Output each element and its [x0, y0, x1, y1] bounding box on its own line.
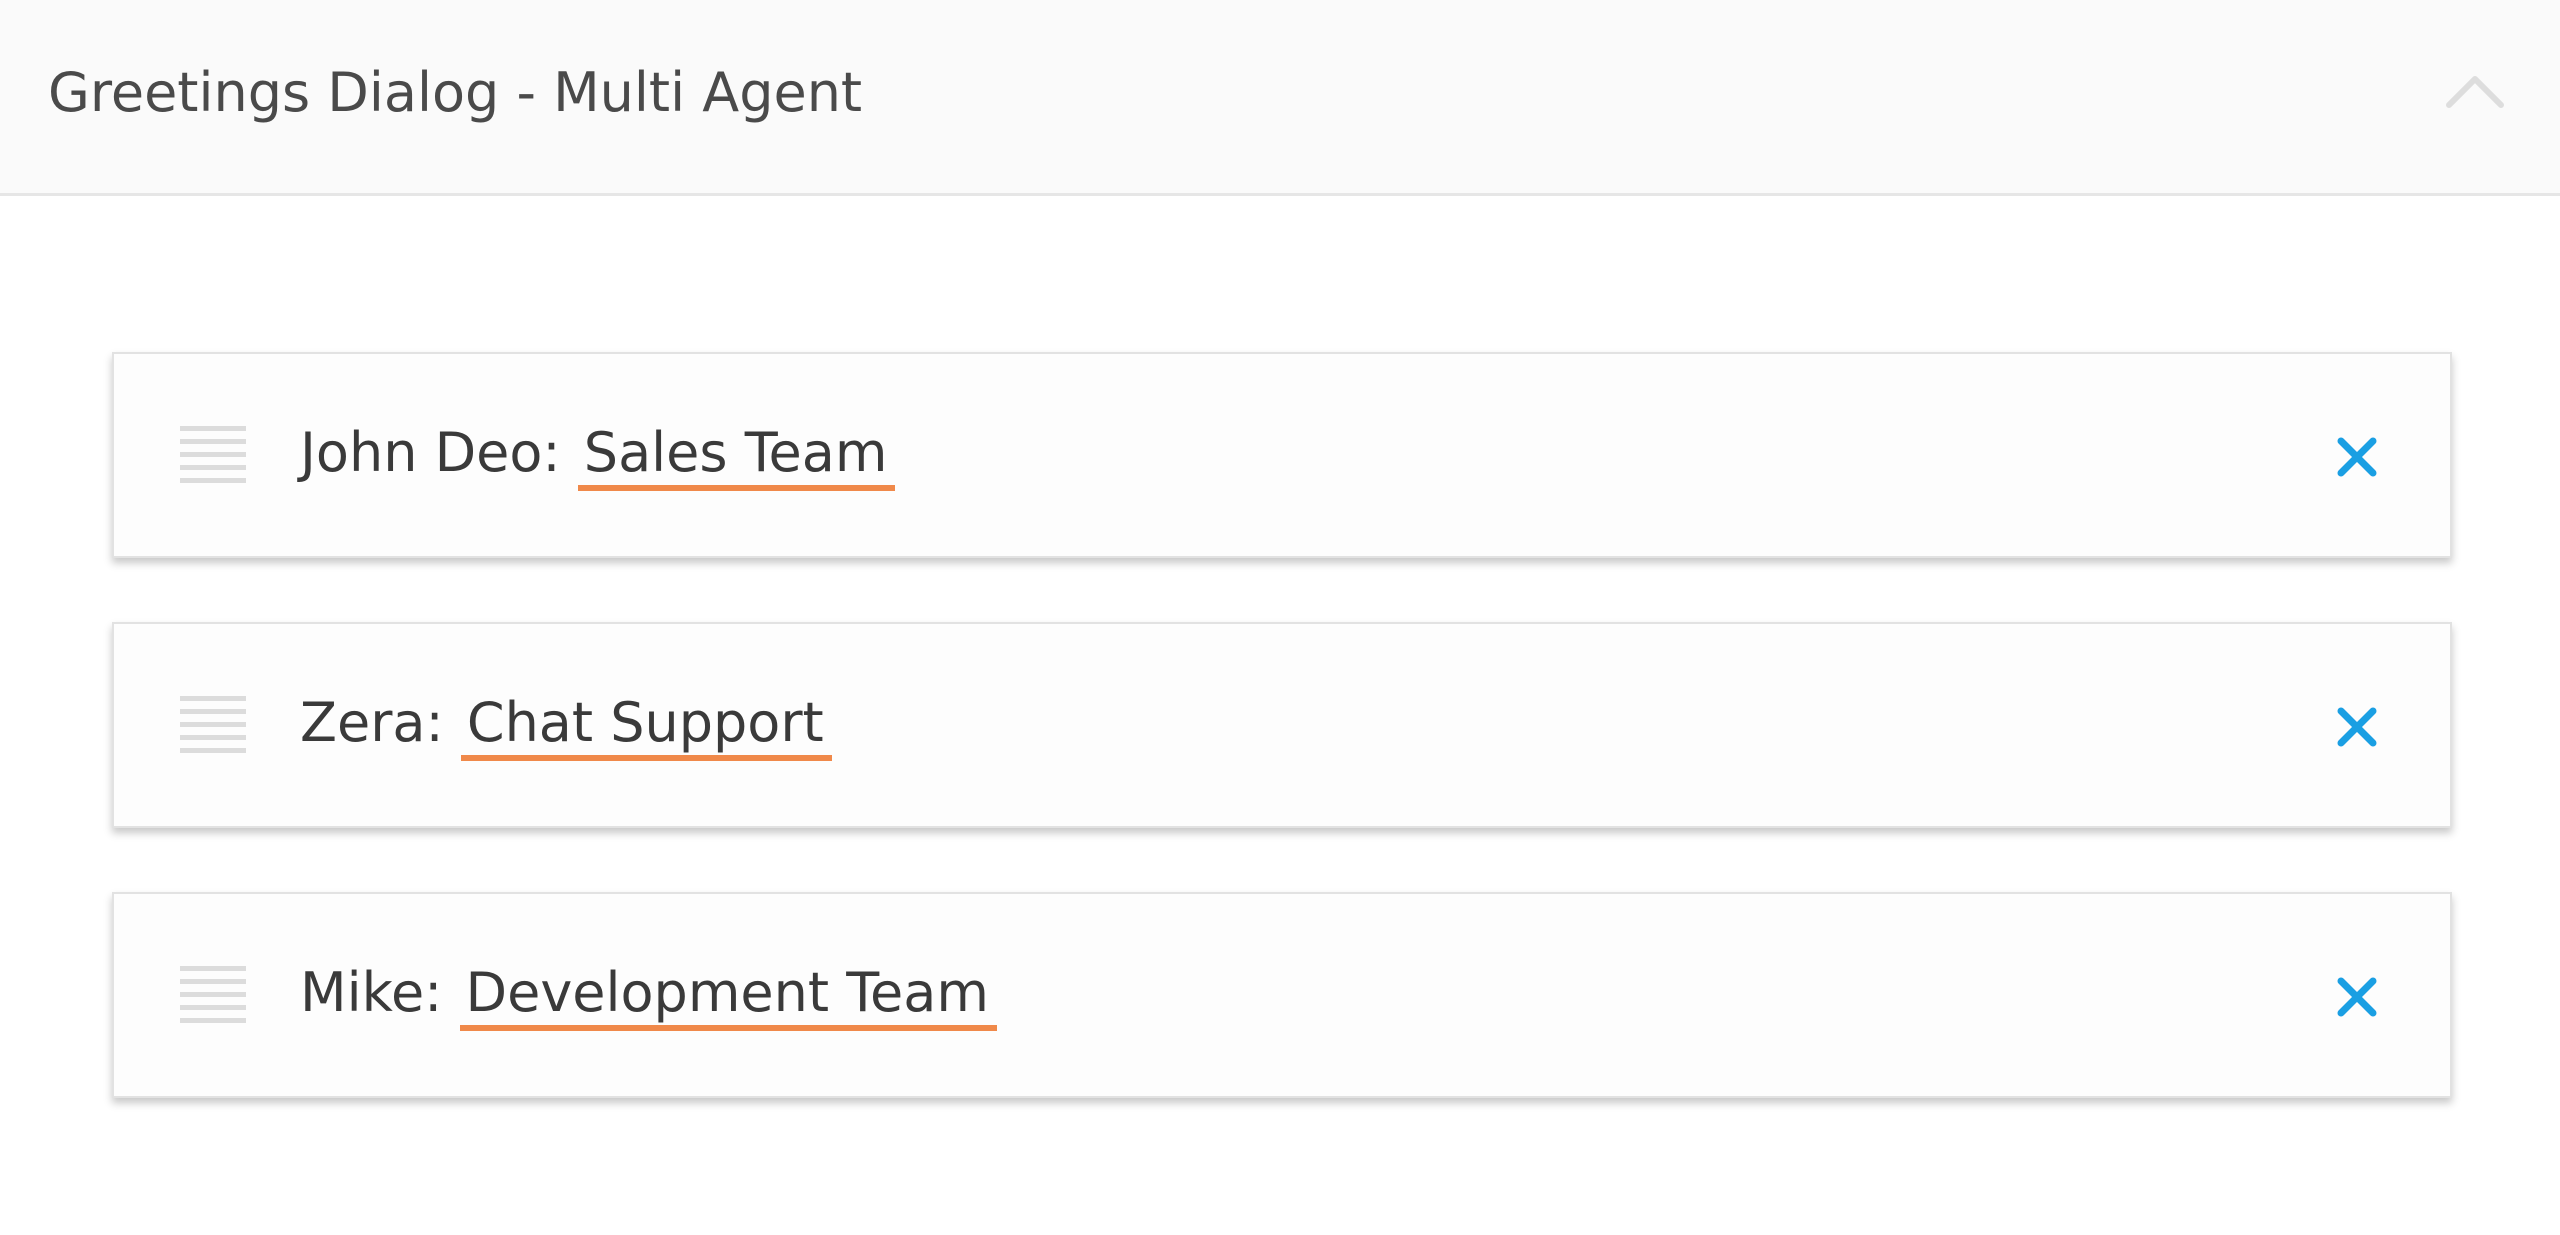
collapse-button[interactable] [2440, 56, 2510, 126]
remove-agent-button[interactable] [2322, 962, 2392, 1032]
agent-label: John Deo: Sales Team [300, 418, 896, 491]
close-icon [2337, 437, 2377, 477]
list-item[interactable]: Mike: Development Team [112, 892, 2452, 1098]
agent-team: Development Team [459, 961, 997, 1031]
chevron-up-icon [2446, 76, 2504, 108]
agent-list: John Deo: Sales Team Zera: Chat Support [112, 352, 2452, 1162]
remove-agent-button[interactable] [2322, 692, 2392, 762]
agent-name: Mike: [300, 961, 443, 1024]
agent-team: Sales Team [577, 421, 896, 491]
close-icon [2337, 707, 2377, 747]
panel-title: Greetings Dialog - Multi Agent [48, 61, 863, 124]
agent-name: John Deo: [300, 421, 561, 484]
drag-handle-icon[interactable] [180, 966, 250, 1024]
drag-handle-icon[interactable] [180, 696, 250, 754]
list-item[interactable]: John Deo: Sales Team [112, 352, 2452, 558]
agent-team: Chat Support [460, 691, 832, 761]
close-icon [2337, 977, 2377, 1017]
drag-handle-icon[interactable] [180, 426, 250, 484]
agent-label: Zera: Chat Support [300, 688, 832, 761]
panel-header[interactable]: Greetings Dialog - Multi Agent [0, 0, 2560, 196]
remove-agent-button[interactable] [2322, 422, 2392, 492]
agent-label: Mike: Development Team [300, 958, 997, 1031]
list-item[interactable]: Zera: Chat Support [112, 622, 2452, 828]
agent-name: Zera: [300, 691, 444, 754]
